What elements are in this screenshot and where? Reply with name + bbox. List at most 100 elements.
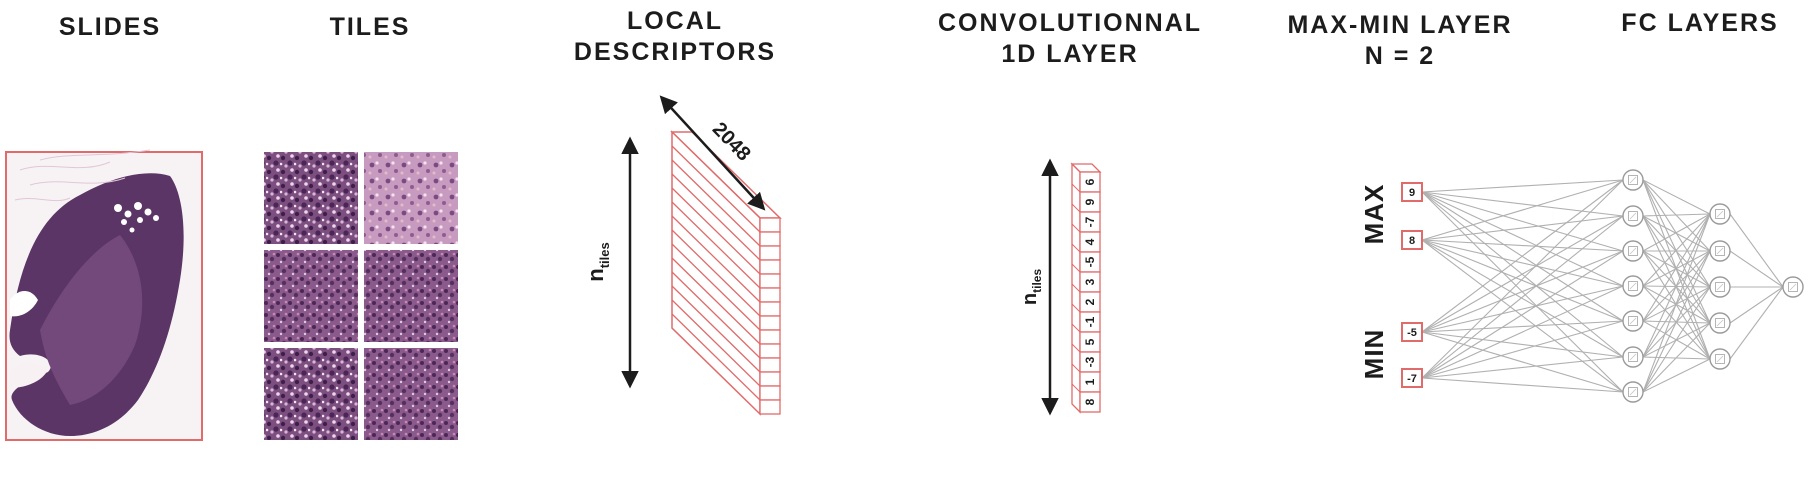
- conv-side-line: [1071, 383, 1081, 393]
- edge: [1642, 213, 1711, 287]
- edge: [1421, 215, 1624, 379]
- slide-fat-droplets: [114, 202, 159, 233]
- header-convolutional: CONVOLUTIONNAL 1D LAYER: [910, 8, 1230, 70]
- conv-n-label: ntiles: [1019, 269, 1044, 306]
- tile-3: [264, 250, 358, 342]
- conv-cell-value: -1: [1083, 316, 1097, 327]
- maxmin-input-box: [1401, 322, 1423, 342]
- output-node-glyph-stroke: [1789, 283, 1797, 291]
- header-maxmin: MAX-MIN LAYER N = 2: [1265, 10, 1535, 72]
- header-local-descriptors-line2: DESCRIPTORS: [573, 38, 777, 66]
- descriptor-slab-line: [671, 243, 761, 331]
- descriptor-slab-line: [671, 271, 761, 359]
- fc1-node-glyph-stroke: [1629, 212, 1637, 220]
- edge: [1421, 377, 1624, 393]
- conv-cell-value: 8: [1083, 398, 1097, 405]
- conv-side-line: [1071, 303, 1081, 313]
- edge: [1421, 356, 1624, 379]
- fc2-node-glyph-stroke: [1716, 247, 1724, 255]
- header-maxmin-line1: MAX-MIN LAYER: [1287, 11, 1513, 39]
- edge: [1421, 215, 1624, 333]
- fc1-node-glyph-stroke: [1629, 247, 1637, 255]
- conv-cell-value: -5: [1083, 256, 1097, 267]
- conv-side-line: [1071, 363, 1081, 373]
- edge: [1642, 213, 1711, 358]
- conv-side-line: [1071, 323, 1081, 333]
- descriptor-cell: [759, 273, 781, 289]
- descriptor-cell: [759, 287, 781, 303]
- edge: [1421, 191, 1624, 252]
- tile-6: [364, 348, 458, 440]
- maxmin-input-value: 9: [1409, 187, 1415, 199]
- descriptor-cell: [759, 329, 781, 345]
- descriptor-cell: [759, 315, 781, 331]
- descriptor-cell: [759, 371, 781, 387]
- edge: [1729, 286, 1784, 360]
- fc1-node-glyph: [1628, 352, 1638, 362]
- slide-stroma-fibers: [14, 149, 151, 202]
- edge: [1642, 179, 1711, 215]
- edge: [1421, 239, 1624, 322]
- descriptor-cell: [759, 301, 781, 317]
- slide-fat-left: [10, 290, 38, 317]
- edge: [1421, 179, 1624, 379]
- edge: [1421, 179, 1624, 333]
- fc1-node-glyph-stroke: [1629, 353, 1637, 361]
- fc2-node-glyph-stroke: [1716, 210, 1724, 218]
- descriptor-dim-arrow: [659, 95, 766, 211]
- slide-tissue-light: [40, 235, 143, 405]
- edge: [1642, 322, 1711, 393]
- edge: [1421, 239, 1624, 358]
- maxmin-input-value: 8: [1409, 235, 1415, 247]
- header-local-descriptors-line1: LOCAL: [626, 7, 724, 35]
- edge: [1642, 286, 1711, 393]
- fc-nodes: [1622, 169, 1804, 403]
- slide-image: [5, 149, 203, 441]
- output-node-glyph: [1788, 282, 1798, 292]
- conv-cell-value: -7: [1083, 216, 1097, 227]
- descriptor-cell: [759, 231, 781, 247]
- fc2-node-glyph: [1715, 282, 1725, 292]
- fc1-node-glyph: [1628, 211, 1638, 221]
- descriptor-slab-line: [671, 285, 761, 373]
- header-local-descriptors: LOCAL DESCRIPTORS: [555, 6, 795, 68]
- conv-side-line: [1071, 223, 1081, 233]
- fc2-node-glyph-stroke: [1716, 283, 1724, 291]
- conv-cell-value: -3: [1083, 356, 1097, 367]
- descriptor-slab-line: [671, 257, 761, 345]
- header-convolutional-line1: CONVOLUTIONNAL: [937, 9, 1203, 37]
- slide-fat-bottom: [10, 361, 48, 388]
- edge: [1642, 250, 1711, 393]
- conv-side-line: [1071, 263, 1081, 273]
- descriptor-n-label: ntiles: [583, 242, 612, 281]
- descriptor-cell: [759, 343, 781, 359]
- maxmin-input-value: -5: [1407, 327, 1417, 339]
- descriptor-slab-line: [671, 201, 761, 289]
- header-tiles: TILES: [329, 13, 411, 41]
- conv-cell-value: 1: [1083, 378, 1097, 385]
- edge: [1421, 239, 1624, 393]
- edge: [1729, 286, 1784, 324]
- tile-2: [364, 152, 458, 244]
- edge: [1421, 239, 1624, 287]
- fc1-node-glyph: [1628, 387, 1638, 397]
- tile-1: [264, 152, 358, 244]
- edge: [1421, 250, 1624, 333]
- edge: [1421, 215, 1624, 241]
- conv-side-line: [1071, 183, 1081, 193]
- edge: [1729, 213, 1784, 288]
- tiles-grid: [264, 152, 458, 440]
- conv-cell-value: 4: [1083, 238, 1097, 245]
- edge: [1421, 331, 1624, 393]
- conv-cell-value: 5: [1083, 338, 1097, 345]
- edge: [1421, 320, 1624, 379]
- descriptor-slab-line: [671, 229, 761, 317]
- maxmin-input-box: [1401, 368, 1423, 388]
- fc2-node-glyph: [1715, 318, 1725, 328]
- maxmin-inputs: 98-5-7: [1401, 182, 1423, 388]
- conv-cell-value: 9: [1083, 198, 1097, 205]
- conv-cell-value: 2: [1083, 298, 1097, 305]
- edge: [1642, 213, 1711, 322]
- fc1-node-glyph-stroke: [1629, 176, 1637, 184]
